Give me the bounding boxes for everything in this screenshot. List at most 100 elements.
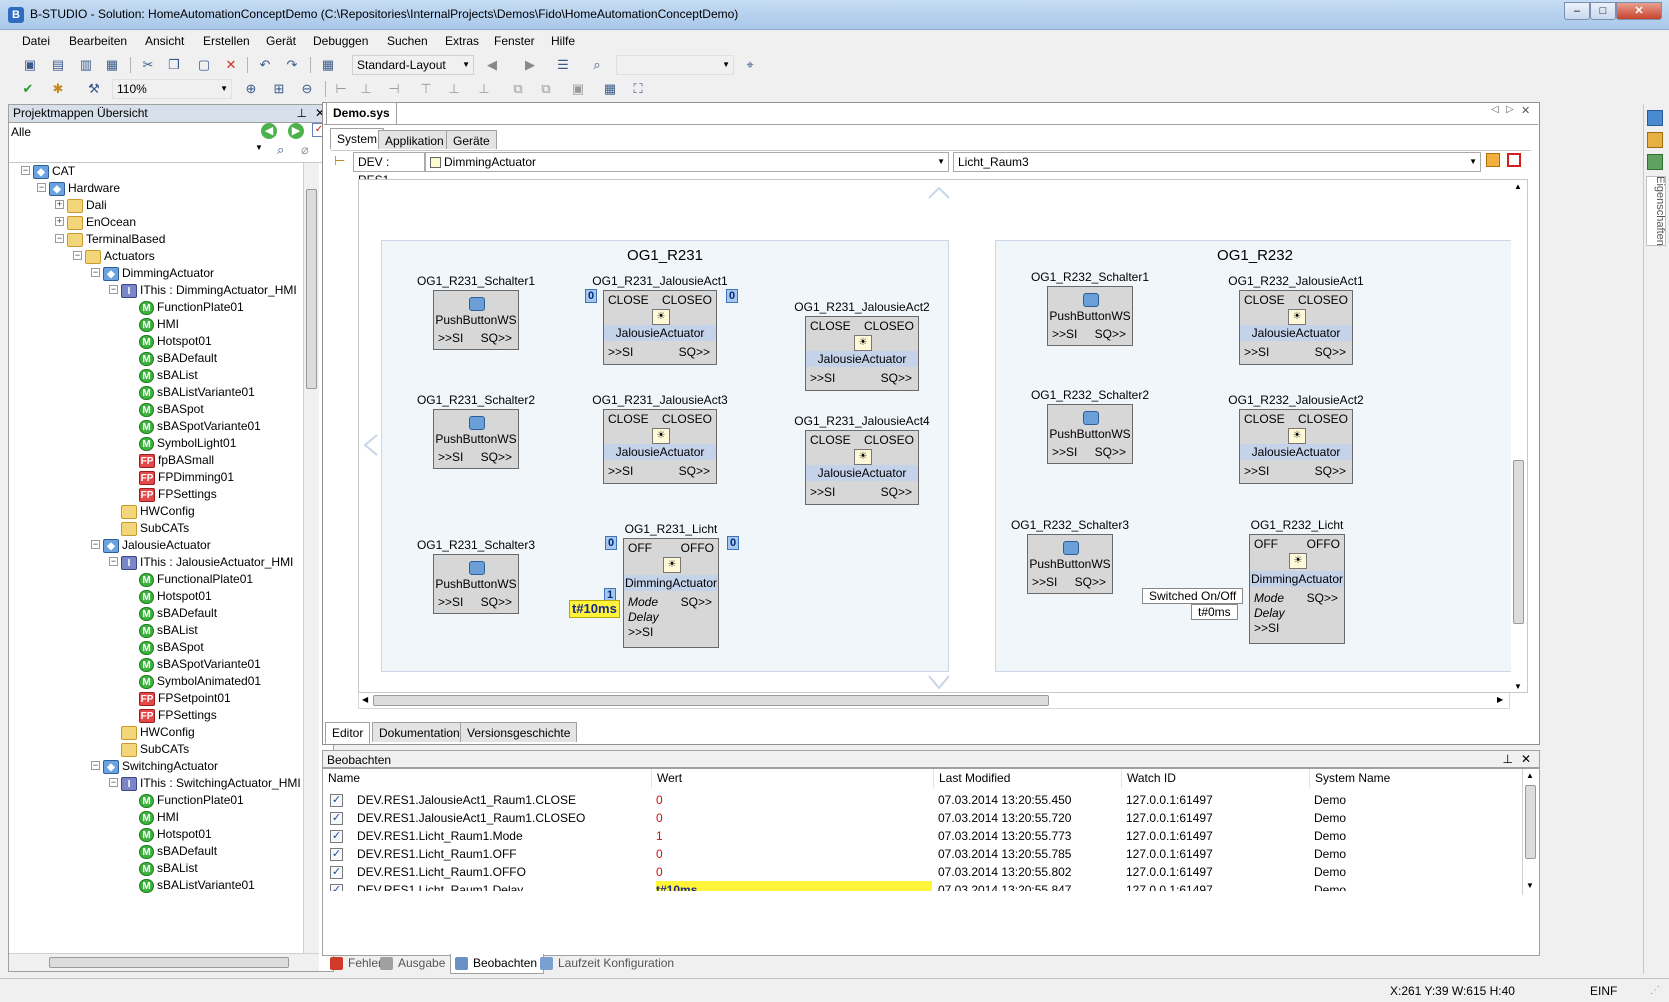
input-port[interactable]: >>SI: [1052, 445, 1077, 459]
copy-icon[interactable]: ❐: [166, 57, 182, 73]
function-block[interactable]: CLOSECLOSEO☀JalousieActuator>>SISQ>>: [805, 430, 919, 505]
tree-item[interactable]: MFunctionPlate01: [139, 298, 244, 316]
tree-horizontal-scrollbar[interactable]: [9, 953, 319, 971]
menu-datei[interactable]: Datei: [22, 34, 50, 48]
top-left-pin[interactable]: CLOSE: [1244, 293, 1285, 307]
cut-icon[interactable]: ✂: [140, 57, 156, 73]
bring-front-icon[interactable]: ▣: [570, 81, 586, 97]
tree-search-dropdown-icon[interactable]: ▼: [255, 143, 263, 152]
tree-vertical-scrollbar[interactable]: [303, 163, 319, 953]
function-block[interactable]: PushButtonWS>>SISQ>>: [1047, 286, 1133, 346]
watch-row-checkbox[interactable]: ✓: [330, 794, 343, 807]
watch-scrollbar[interactable]: ▲ ▼: [1522, 769, 1538, 895]
output-port[interactable]: SQ>>: [481, 331, 512, 345]
doc-close-icon[interactable]: ✕: [1521, 104, 1530, 117]
menu-extras[interactable]: Extras: [445, 34, 479, 48]
tree-item[interactable]: −◆DimmingActuator: [103, 264, 214, 282]
output-port[interactable]: SQ>>: [1315, 464, 1346, 478]
top-left-pin[interactable]: OFF: [1254, 537, 1278, 551]
menu-hilfe[interactable]: Hilfe: [551, 34, 575, 48]
tree-item[interactable]: MsBASpotVariante01: [139, 655, 261, 673]
canvas-hscroll[interactable]: ◀ ▶: [358, 693, 1510, 709]
group-icon[interactable]: ⧉: [510, 81, 526, 97]
delete-icon[interactable]: ✕: [223, 57, 239, 73]
function-block[interactable]: PushButtonWS>>SISQ>>: [1027, 534, 1113, 594]
tree-clear-icon[interactable]: ⌀: [301, 142, 309, 158]
col-last-modified[interactable]: Last Modified: [934, 769, 1122, 788]
canvas-hscroll-thumb[interactable]: [373, 695, 1049, 706]
tree-item[interactable]: MSymbolLight01: [139, 434, 236, 452]
tree-item[interactable]: MsBAList: [139, 621, 198, 639]
nav-back-icon[interactable]: ◀: [261, 123, 277, 139]
forward-icon[interactable]: ▶: [522, 57, 538, 73]
zoom-in-icon[interactable]: ⊕: [243, 81, 259, 97]
tree-item[interactable]: −Actuators: [85, 247, 155, 265]
output-port[interactable]: SQ>>: [881, 485, 912, 499]
tree-item[interactable]: HWConfig: [121, 723, 195, 741]
align-center-icon[interactable]: ⊥: [358, 81, 374, 97]
watch-pin-icon[interactable]: ⊥: [1503, 752, 1513, 766]
watch-row[interactable]: ✓DEV.RES1.Licht_Raum1.OFFO007.03.2014 13…: [323, 863, 1521, 882]
tree-item[interactable]: −◆SwitchingActuator: [103, 757, 218, 775]
menu-erstellen[interactable]: Erstellen: [203, 34, 250, 48]
top-left-pin[interactable]: CLOSE: [608, 412, 649, 426]
tree-expander-icon[interactable]: +: [55, 217, 64, 226]
list-icon[interactable]: ☰: [555, 57, 571, 73]
tab-system[interactable]: System: [330, 128, 384, 149]
output-port[interactable]: SQ>>: [679, 464, 710, 478]
watch-row[interactable]: ✓DEV.RES1.Licht_Raum1.OFF007.03.2014 13:…: [323, 845, 1521, 864]
save-icon[interactable]: ▥: [78, 57, 94, 73]
doc-scroll-right-icon[interactable]: ▷: [1506, 104, 1514, 115]
align-left-icon[interactable]: ⊢: [333, 81, 349, 97]
align-top-icon[interactable]: ⊤: [418, 81, 434, 97]
watch-row[interactable]: ✓DEV.RES1.JalousieAct1_Raum1.CLOSE007.03…: [323, 791, 1521, 810]
tree-item[interactable]: MsBADefault: [139, 604, 217, 622]
tree-item[interactable]: MHMI: [139, 315, 179, 333]
tree-item[interactable]: −IIThis : SwitchingActuator_HMI: [121, 774, 301, 792]
close-button[interactable]: ✕: [1616, 2, 1662, 20]
search-combo[interactable]: ▼: [616, 55, 734, 75]
align-bottom-icon[interactable]: ⊥: [476, 81, 492, 97]
tree-item[interactable]: −◆JalousieActuator: [103, 536, 211, 554]
menu-fenster[interactable]: Fenster: [494, 34, 535, 48]
input-port[interactable]: >>SI: [1244, 345, 1269, 359]
function-block[interactable]: CLOSECLOSEO☀JalousieActuator>>SISQ>>: [1239, 409, 1353, 484]
tree-item[interactable]: −◆CAT: [33, 163, 75, 180]
input-port[interactable]: >>SI: [1254, 621, 1279, 635]
input-port[interactable]: >>SI: [1052, 327, 1077, 341]
tree-expander-icon[interactable]: −: [73, 251, 82, 260]
tree-expander-icon[interactable]: −: [55, 234, 64, 243]
tree-item[interactable]: MsBAListVariante01: [139, 876, 255, 894]
properties-tab[interactable]: Eigenschaften: [1646, 176, 1666, 246]
toolbox-icon[interactable]: [1647, 132, 1663, 148]
top-left-pin[interactable]: OFF: [628, 541, 652, 555]
instance-combo[interactable]: Licht_Raum3▼: [953, 152, 1481, 172]
output-port[interactable]: SQ>>: [481, 595, 512, 609]
tree-item[interactable]: FPFPSettings: [139, 485, 217, 503]
resize-grip-icon[interactable]: ⋰: [1650, 985, 1660, 996]
function-block[interactable]: PushButtonWS>>SISQ>>: [433, 409, 519, 469]
align-right-icon[interactable]: ⊣: [386, 81, 402, 97]
tree-item[interactable]: MsBADefault: [139, 349, 217, 367]
constant-switched[interactable]: Switched On/Off: [1142, 588, 1243, 604]
hierarchy-icon[interactable]: ⊢: [334, 153, 345, 169]
pin-icon[interactable]: ⊥: [297, 105, 307, 122]
tree-expander-icon[interactable]: −: [91, 268, 100, 277]
tree-item[interactable]: +Dali: [67, 196, 107, 214]
watch-row-checkbox[interactable]: ✓: [330, 848, 343, 861]
device-field[interactable]: DEV : RES1: [353, 152, 425, 172]
grid-icon[interactable]: ▦: [602, 81, 618, 97]
tree-item[interactable]: FPFPSettings: [139, 706, 217, 724]
tab-applikation[interactable]: Applikation: [378, 130, 451, 149]
redo-icon[interactable]: ↷: [284, 57, 300, 73]
tree-expander-icon[interactable]: −: [21, 166, 30, 175]
function-block[interactable]: PushButtonWS>>SISQ>>: [1047, 404, 1133, 464]
tree-item[interactable]: −◆Hardware: [49, 179, 120, 197]
tree-item[interactable]: MsBASpot: [139, 400, 204, 418]
input-port[interactable]: >>SI: [608, 345, 633, 359]
input-port[interactable]: >>SI: [810, 371, 835, 385]
top-left-pin[interactable]: CLOSE: [1244, 412, 1285, 426]
input-port[interactable]: >>SI: [1032, 575, 1057, 589]
top-left-pin[interactable]: CLOSE: [810, 433, 851, 447]
tree-item[interactable]: MsBASpotVariante01: [139, 417, 261, 435]
